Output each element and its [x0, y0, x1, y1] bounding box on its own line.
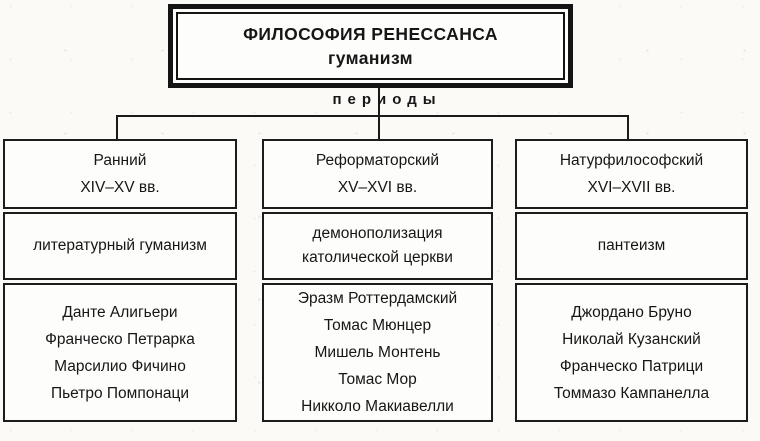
period-feature: демонополизация католической церкви — [302, 225, 453, 266]
connector-crossbar-line — [116, 115, 629, 117]
philosopher-name: Томмазо Кампанелла — [553, 384, 710, 402]
philosopher-name: Никколо Макиавелли — [301, 398, 454, 415]
period-feature-box: пантеизм — [515, 212, 748, 280]
philosopher-name: Данте Алигьери — [62, 303, 178, 321]
diagram-subtitle: гуманизм — [328, 48, 413, 68]
period-name: Реформаторский — [315, 152, 440, 169]
philosopher-name: Марсилио Фичино — [54, 357, 186, 375]
period-header-box: Натурфилософский XVI–XVII вв. — [515, 139, 748, 209]
period-header-box: Ранний XIV–XV вв. — [3, 139, 237, 209]
period-dates: XVI–XVII вв. — [587, 179, 676, 196]
period-header-box: Реформаторский XV–XVI вв. — [262, 139, 493, 209]
philosopher-name: Пьетро Помпонаци — [50, 384, 190, 402]
philosopher-name: Джордано Бруно — [571, 303, 692, 321]
period-feature-box: литературный гуманизм — [3, 212, 237, 280]
period-column-early: Ранний XIV–XV вв. литературный гуманизм … — [3, 139, 237, 422]
period-dates: XV–XVI вв. — [337, 179, 418, 196]
period-dates: XIV–XV вв. — [80, 179, 160, 196]
branch-label-periods: периоды — [332, 91, 442, 108]
philosopher-name: Николай Кузанский — [562, 330, 701, 348]
philosopher-name: Томас Мюнцер — [323, 317, 432, 334]
root-title-box-inner-border: ФИЛОСОФИЯ РЕНЕССАНСА гуманизм — [176, 12, 565, 80]
connector-trunk-line — [378, 88, 380, 139]
period-name: Ранний — [93, 152, 147, 169]
period-feature-box: демонополизация католической церкви — [262, 212, 493, 280]
period-feature: литературный гуманизм — [33, 237, 207, 254]
period-column-naturphilosophy: Натурфилософский XVI–XVII вв. пантеизм Д… — [515, 139, 748, 422]
root-title-box: ФИЛОСОФИЯ РЕНЕССАНСА гуманизм — [168, 4, 573, 88]
philosopher-name: Томас Мор — [338, 371, 417, 388]
philosopher-name: Франческо Патрици — [559, 357, 704, 375]
connector-drop-left-line — [116, 115, 118, 139]
philosopher-name: Франческо Петрарка — [45, 330, 195, 348]
diagram-title: ФИЛОСОФИЯ РЕНЕССАНСА — [243, 24, 498, 44]
connector-drop-right-line — [627, 115, 629, 139]
philosopher-name: Мишель Монтень — [314, 344, 441, 361]
philosopher-name: Эразм Роттердамский — [297, 290, 458, 307]
period-feature: пантеизм — [597, 237, 666, 254]
period-name: Натурфилософский — [559, 152, 704, 169]
period-column-reformation: Реформаторский XV–XVI вв. демонополизаци… — [262, 139, 493, 422]
